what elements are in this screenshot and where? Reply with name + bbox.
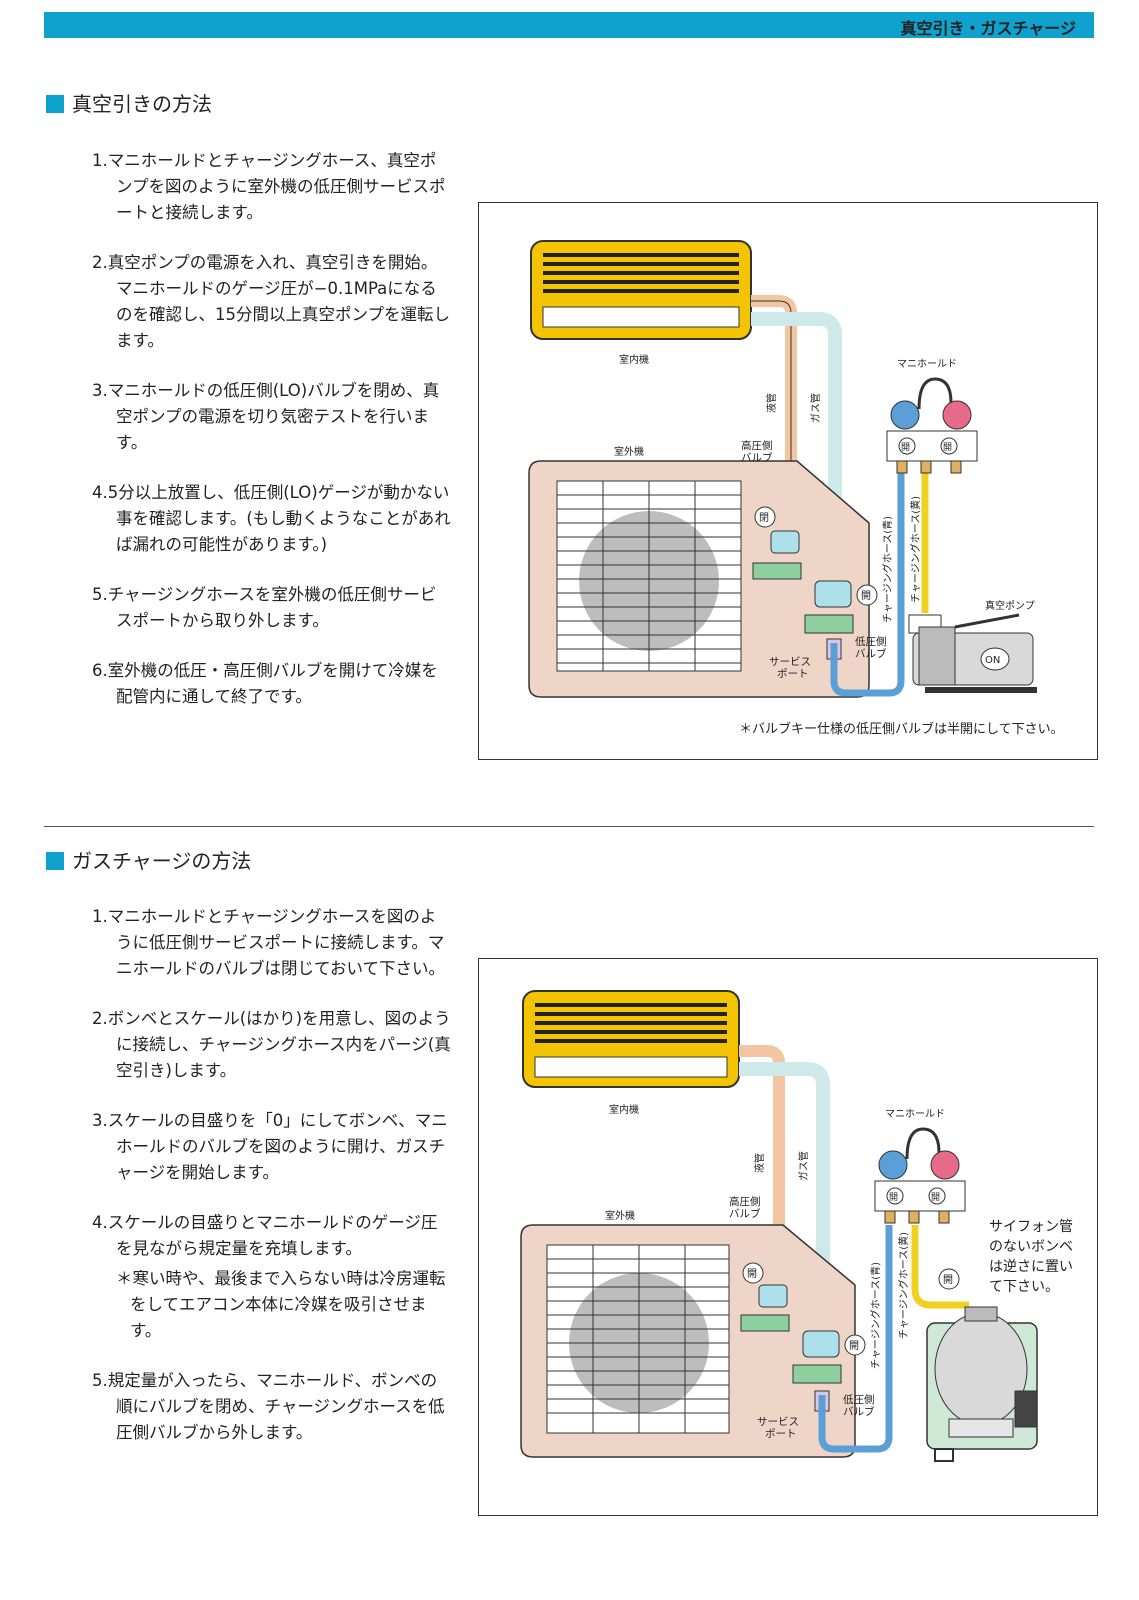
list-item: 6.室外機の低圧・高圧側バルブを開けて冷媒を配管内に通して終了です。 [92,661,438,706]
list-item: 2.真空ポンプの電源を入れ、真空引きを開始。マニホールドのゲージ圧が−0.1MP… [92,253,451,350]
square-bullet-icon [46,95,64,113]
section-heading-vacuum: 真空引きの方法 [46,88,212,117]
manifold-icon [874,1127,966,1224]
header-bar: 真空引き・ガスチャージ [44,12,1094,38]
indoor-unit [522,990,740,1088]
open-mark: 開 [849,1340,859,1352]
list-item: 4.5分以上放置し、低圧側(LO)ゲージが動かない事を確認します。(もし動くよう… [92,483,451,554]
vacuum-pump-label: 真空ポンプ [985,599,1035,612]
vacuum-diagram: 室内機 液管 ガス管 室外機 [478,202,1098,760]
liquid-pipe-label: 液管 [753,1153,766,1173]
liquid-pipe-label: 液管 [765,393,778,413]
high-valve-label-2: バルブ [729,1207,761,1220]
list-item: 1.マニホールドとチャージングホース、真空ポンプを図のように室外機の低圧側サービ… [92,151,446,222]
indoor-unit-label: 室内機 [609,1103,639,1116]
low-valve-label-1: 低圧側 [843,1393,875,1406]
list-item: 3.マニホールドの低圧側(LO)バルブを閉め、真空ポンプの電源を切り気密テストを… [92,381,440,452]
outdoor-unit-label: 室外機 [614,445,644,458]
service-port-label-2: ポート [765,1428,797,1440]
list-item: 2.ボンベとスケール(はかり)を用意し、図のように接続し、チャージングホース内を… [92,1009,451,1080]
vacuum-pump-icon [908,613,1037,693]
manifold-icon [886,377,978,474]
pump-on-label: ON [985,655,1000,666]
section-heading-text: ガスチャージの方法 [72,849,252,873]
high-valve-label-1: 高圧側 [729,1195,761,1208]
outdoor-unit [520,1224,856,1458]
refrigerant-cylinder-icon [926,1306,1038,1462]
indoor-unit [530,240,752,340]
list-item: 4.スケールの目盛りとマニホールドのゲージ圧を見ながら規定量を充填します。 [92,1213,438,1258]
cylinder-open-mark: 開 [943,1274,953,1286]
page-title: 真空引き・ガスチャージ [900,19,1076,38]
siphon-note-1: サイフォン管 [989,1219,1073,1235]
low-valve-label-1: 低圧側 [855,635,887,648]
open-mark: 開 [861,590,871,602]
closed-mark: 閉 [759,512,769,524]
open-mark: 開 [747,1268,757,1280]
outdoor-unit-label: 室外機 [605,1209,635,1222]
manifold-open-mark-1: 開 [901,442,910,453]
high-valve-label-1: 高圧側 [741,439,773,452]
gas-charge-diagram: 室内機 液管 ガス管 室外機 高圧側 バルブ [478,958,1098,1516]
section-heading-gas-charge: ガスチャージの方法 [46,845,251,874]
section-heading-text: 真空引きの方法 [72,92,212,116]
siphon-note-4: て下さい。 [989,1279,1059,1295]
service-port-label-2: ポート [777,668,809,680]
service-port-label-1: サービス [769,656,811,668]
hose-blue-label: チャージングホース(青) [881,516,894,623]
manifold-label: マニホールド [897,358,957,370]
high-valve-label-2: バルブ [741,451,773,464]
list-item: 5.規定量が入ったら、マニホールド、ボンベの順にバルブを閉め、チャージングホース… [92,1371,445,1442]
manifold-open-mark-2: 開 [943,442,952,453]
section-divider [44,826,1094,827]
siphon-note-2: のないボンベ [989,1239,1073,1255]
list-item: 3.スケールの目盛りを「0」にしてボンベ、マニホールドのバルブを図のように開け、… [92,1111,448,1182]
hose-yellow-label: チャージングホース(黄) [909,496,922,603]
list-item: 5.チャージングホースを室外機の低圧側サービスポートから取り外します。 [92,585,437,630]
siphon-note-3: は逆さに置い [989,1259,1073,1275]
indoor-unit-label: 室内機 [619,353,649,366]
gas-pipe-label: ガス管 [809,393,822,423]
low-valve-label-2: バルブ [855,647,887,660]
gas-pipe-label: ガス管 [797,1151,810,1181]
service-port-label-1: サービス [757,1416,799,1428]
list-item-note: ＊寒い時や、最後まで入らない時は冷房運転をしてエアコン本体に冷媒を吸引させます。 [116,1269,446,1340]
figure-note: ＊バルブキー仕様の低圧側バルブは半開にして下さい。 [739,721,1064,737]
manifold-open-mark-1: 開 [889,1192,898,1203]
outdoor-unit [528,460,870,698]
hose-blue-label: チャージングホース(青) [869,1262,882,1369]
manifold-open-mark-2: 開 [931,1192,940,1203]
hose-yellow-label: チャージングホース(黄) [897,1232,910,1339]
square-bullet-icon [46,852,64,870]
list-item: 1.マニホールドとチャージングホースを図のように低圧側サービスポートに接続します… [92,907,446,978]
gas-charge-steps-list: 1.マニホールドとチャージングホースを図のように低圧側サービスポートに接続します… [92,904,452,1470]
low-valve-label-2: バルブ [843,1405,875,1418]
vacuum-steps-list: 1.マニホールドとチャージングホース、真空ポンプを図のように室外機の低圧側サービ… [92,148,452,734]
manifold-label: マニホールド [885,1108,945,1120]
